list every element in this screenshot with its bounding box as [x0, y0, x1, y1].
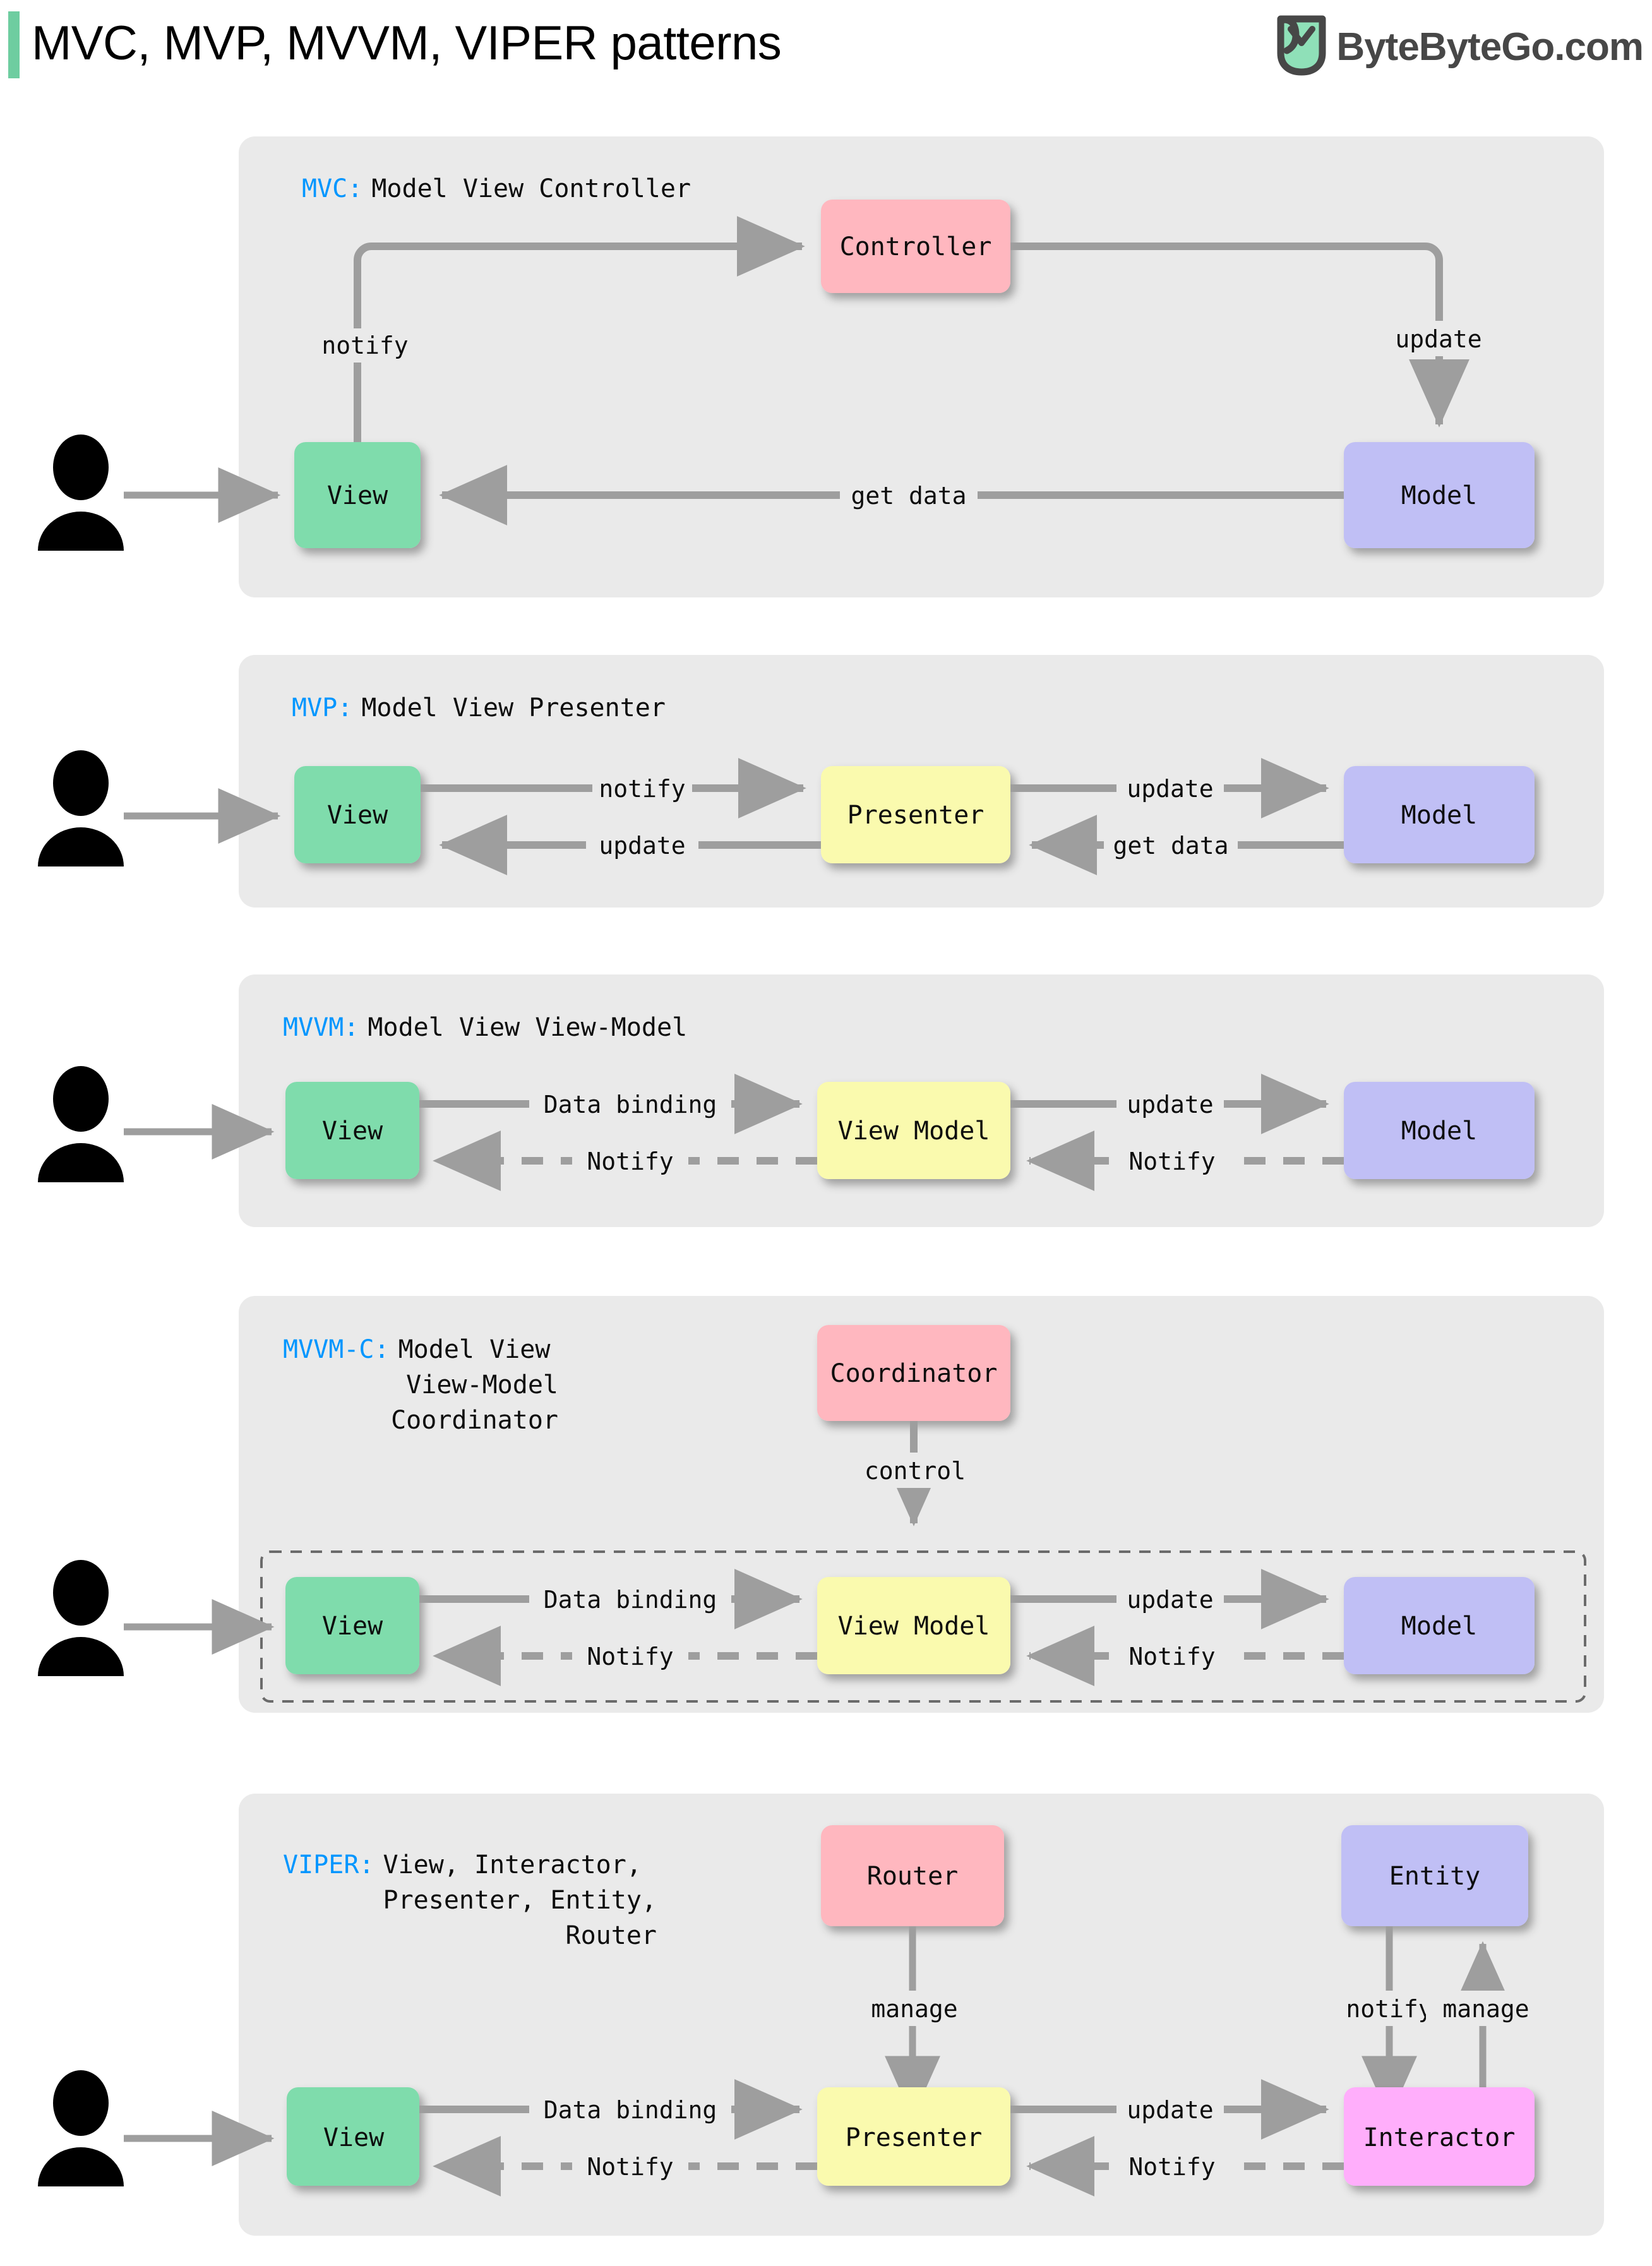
- node-label-view-mvvmc: View: [322, 1612, 383, 1641]
- node-label-model-mvc: Model: [1401, 481, 1477, 510]
- section-title-line: Model View View-Model: [368, 1013, 687, 1042]
- section-mvvm: MVVM: Model View View-Model View View Mod…: [38, 974, 1604, 1227]
- node-interactor-viper[interactable]: [1344, 2087, 1535, 2186]
- edge-label-manage-interactor-viper: manage: [1442, 1995, 1529, 2023]
- node-label-controller-mvc: Controller: [840, 232, 992, 261]
- node-label-router-viper: Router: [867, 1862, 959, 1891]
- edge-label-notify-mvc: notify: [321, 332, 408, 359]
- section-key-viper: VIPER:: [283, 1850, 374, 1879]
- node-presenter-mvp[interactable]: [821, 766, 1010, 863]
- node-label-view-viper: View: [323, 2123, 385, 2152]
- section-title-line-1: Model View: [398, 1335, 551, 1364]
- edge-label-notify-view-viper: Notify: [587, 2153, 673, 2181]
- section-title-line-2-viper: Presenter, Entity,: [383, 1886, 657, 1915]
- node-viewmodel-mvvm[interactable]: [817, 1082, 1010, 1179]
- edge-label-update-mvp: update: [599, 832, 685, 860]
- edge-label-manage-router-viper: manage: [871, 1995, 957, 2023]
- node-label-model-mvvmc: Model: [1401, 1612, 1477, 1641]
- edge-label-notify2-mvvmc: Notify: [1128, 1643, 1215, 1670]
- section-title-mvvmc: MVVM-C: Model View: [283, 1335, 551, 1364]
- page-title: MVC, MVP, MVVM, VIPER patterns: [32, 16, 782, 70]
- title-accent-bar: [8, 11, 20, 78]
- node-router-viper[interactable]: [821, 1825, 1004, 1926]
- section-title-line-1: View, Interactor,: [383, 1850, 642, 1879]
- node-view-mvvmc[interactable]: [285, 1577, 419, 1674]
- section-title-line-2-mvvmc: View-Model: [406, 1370, 558, 1400]
- node-view-mvc[interactable]: [294, 442, 421, 548]
- node-label-interactor-viper: Interactor: [1363, 2123, 1516, 2152]
- node-label-presenter-viper: Presenter: [846, 2123, 983, 2152]
- section-panel-mvc: [239, 136, 1604, 597]
- edge-label-databinding-mvvmc: Data binding: [544, 1586, 717, 1614]
- node-view-mvp[interactable]: [294, 766, 421, 863]
- edge-label-databinding-viper: Data binding: [544, 2096, 717, 2124]
- actor-person-icon-viper: [38, 2070, 124, 2186]
- edge-label-update2-mvp: update: [1127, 775, 1213, 803]
- edge-label-getdata-mvp: get data: [1113, 832, 1228, 860]
- node-label-viewmodel-mvvmc: View Model: [838, 1612, 990, 1641]
- edge-label-databinding-mvvm: Data binding: [544, 1091, 717, 1118]
- section-viper: VIPER: View, Interactor, Presenter, Entit…: [38, 1794, 1604, 2236]
- section-mvvmc: MVVM-C: Model View View-Model Coordinator…: [38, 1296, 1604, 1713]
- node-model-mvvm[interactable]: [1344, 1082, 1535, 1179]
- node-label-entity-viper: Entity: [1389, 1862, 1481, 1891]
- section-mvp: MVP:Model View Presenter View Presenter …: [38, 655, 1604, 908]
- node-view-mvvm[interactable]: [285, 1082, 419, 1179]
- section-key-mvp: MVP:: [292, 693, 352, 722]
- node-controller-mvc[interactable]: [821, 200, 1010, 293]
- actor-person-icon-mvc: [38, 435, 124, 551]
- node-presenter-viper[interactable]: [817, 2087, 1010, 2186]
- actor-person-icon-mvp: [38, 750, 124, 866]
- edge-label-notify-mvvm: Notify: [587, 1148, 673, 1175]
- node-label-view-mvp: View: [327, 801, 388, 830]
- actor-person-icon-mvvm: [38, 1066, 124, 1182]
- node-view-viper[interactable]: [287, 2087, 419, 2186]
- brand-text: ByteByteGo.com: [1336, 25, 1644, 69]
- section-title-mvc: MVC: Model View Controller: [302, 174, 691, 203]
- edge-label-update-mvvmc: update: [1127, 1586, 1213, 1614]
- node-label-model-mvvm: Model: [1401, 1117, 1477, 1146]
- edge-label-notify-presenter-viper: Notify: [1128, 2153, 1215, 2181]
- edge-label-notify-entity-viper: notify: [1346, 1995, 1432, 2023]
- node-label-view-mvvm: View: [322, 1117, 383, 1146]
- edge-label-update-mvc: update: [1395, 325, 1481, 353]
- section-key-mvvmc: MVVM-C:: [283, 1335, 390, 1364]
- node-coordinator-mvvmc[interactable]: [817, 1325, 1010, 1421]
- edge-controller-model-mvc: [1010, 243, 1469, 428]
- edge-label-control-mvvmc: control: [865, 1457, 966, 1485]
- section-title-line: Model View Controller: [371, 174, 691, 203]
- edge-label-update-viper: update: [1127, 2096, 1213, 2124]
- actor-person-icon-mvvmc: [38, 1560, 124, 1676]
- node-label-model-mvp: Model: [1401, 801, 1477, 830]
- section-key-mvc: MVC:: [302, 174, 362, 203]
- bytebytego-leaf-logo-icon: [1277, 15, 1326, 78]
- section-title-line-3-mvvmc: Coordinator: [391, 1406, 558, 1435]
- node-model-mvvmc[interactable]: [1344, 1577, 1535, 1674]
- node-model-mvc[interactable]: [1344, 442, 1535, 548]
- page-header: MVC, MVP, MVVM, VIPER patterns ByteByteG…: [0, 0, 1652, 101]
- node-label-presenter-mvp: Presenter: [847, 801, 985, 830]
- section-key-mvvm: MVVM:: [283, 1013, 359, 1042]
- node-viewmodel-mvvmc[interactable]: [817, 1577, 1010, 1674]
- brand: ByteByteGo.com: [1277, 15, 1644, 78]
- edge-label-notify-mvp: notify: [599, 775, 685, 803]
- node-label-coordinator-mvvmc: Coordinator: [830, 1359, 998, 1388]
- node-model-mvp[interactable]: [1344, 766, 1535, 863]
- section-title-line-3-viper: Router: [566, 1921, 657, 1950]
- section-title-mvp: MVP: Model View Presenter: [292, 693, 666, 722]
- edge-label-update-mvvm: update: [1127, 1091, 1213, 1118]
- edge-label-notify-mvvmc: Notify: [587, 1643, 673, 1670]
- edge-view-controller-mvc: [354, 216, 805, 442]
- node-entity-viper[interactable]: [1341, 1825, 1528, 1926]
- edge-label-notify2-mvvm: Notify: [1128, 1148, 1215, 1175]
- edge-label-getdata-mvc: get data: [851, 482, 966, 510]
- section-title-viper: VIPER: View, Interactor,: [283, 1850, 642, 1879]
- section-title-line: Model View Presenter: [361, 693, 666, 722]
- section-title-mvvm: MVVM: Model View View-Model: [283, 1013, 687, 1042]
- node-label-view-mvc: View: [327, 481, 388, 510]
- node-label-viewmodel-mvvm: View Model: [838, 1117, 990, 1146]
- section-mvc: MVC: Model View Controller View Controlle…: [38, 136, 1604, 597]
